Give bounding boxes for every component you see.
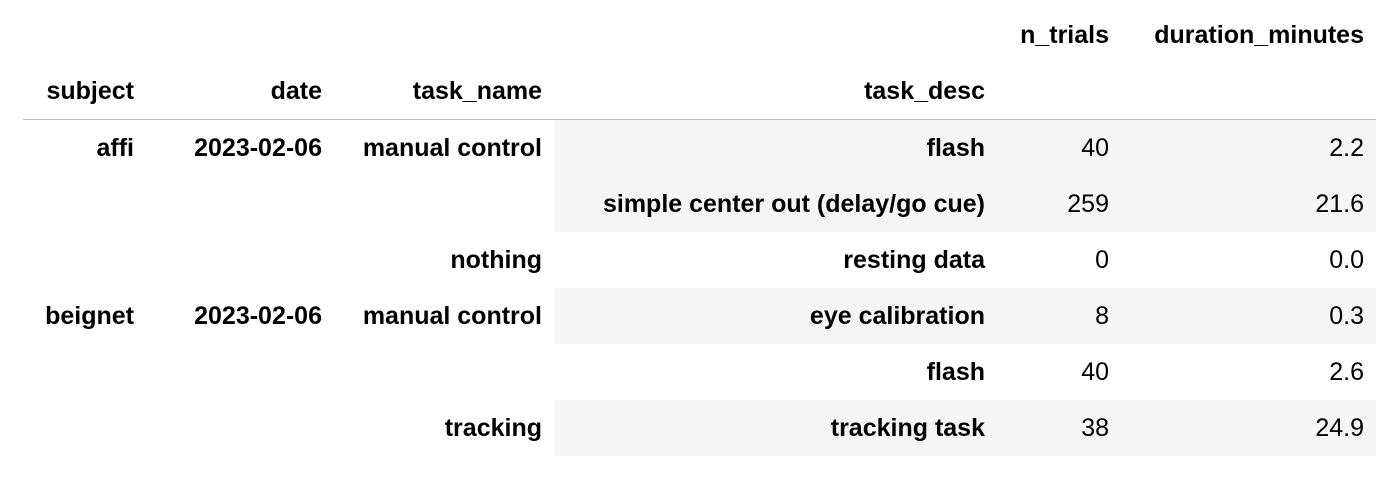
date-cell — [146, 232, 334, 288]
subject-cell: affi — [23, 119, 146, 176]
n-trials-cell: 8 — [1095, 301, 1109, 330]
task-desc-cell: resting data — [843, 245, 985, 274]
column-header-blank — [146, 7, 334, 63]
duration-minutes-cell: 0.0 — [1329, 245, 1364, 274]
task-name-cell: nothing — [334, 232, 554, 288]
column-header-n-trials: n_trials — [1020, 20, 1109, 49]
table-row: affi 2023-02-06 manual control flash 40 … — [23, 119, 1376, 176]
duration-minutes-cell: 0.3 — [1329, 301, 1364, 330]
task-desc-cell: eye calibration — [809, 301, 985, 330]
table-row: simple center out (delay/go cue) 259 21.… — [23, 176, 1376, 232]
index-name-blank — [1121, 63, 1376, 120]
task-name-cell: tracking — [334, 400, 554, 456]
column-header-blank — [334, 7, 554, 63]
subject-cell — [23, 176, 146, 232]
index-name-row: subject date task_name task_desc — [23, 63, 1376, 120]
n-trials-cell: 40 — [1081, 357, 1109, 386]
table-row: beignet 2023-02-06 manual control eye ca… — [23, 288, 1376, 344]
column-header-duration-minutes: duration_minutes — [1154, 20, 1364, 49]
subject-cell — [23, 400, 146, 456]
n-trials-cell: 0 — [1095, 245, 1109, 274]
column-header-blank — [23, 7, 146, 63]
index-name-task-desc: task_desc — [554, 63, 997, 120]
task-name-cell: manual control — [334, 288, 554, 344]
task-desc-cell: simple center out (delay/go cue) — [602, 189, 985, 218]
duration-minutes-cell: 24.9 — [1315, 413, 1364, 442]
task-desc-cell: flash — [926, 133, 985, 162]
duration-minutes-cell: 2.6 — [1329, 357, 1364, 386]
n-trials-cell: 38 — [1081, 413, 1109, 442]
task-desc-cell: flash — [926, 357, 985, 386]
date-cell — [146, 400, 334, 456]
n-trials-cell: 40 — [1081, 133, 1109, 162]
task-name-cell — [334, 176, 554, 232]
date-cell — [146, 344, 334, 400]
index-name-blank — [997, 63, 1121, 120]
table-row: flash 40 2.6 — [23, 344, 1376, 400]
table-row: nothing resting data 0 0.0 — [23, 232, 1376, 288]
date-cell — [146, 176, 334, 232]
index-name-date: date — [146, 63, 334, 120]
date-cell: 2023-02-06 — [146, 288, 334, 344]
date-cell: 2023-02-06 — [146, 119, 334, 176]
table-row: tracking tracking task 38 24.9 — [23, 400, 1376, 456]
duration-minutes-cell: 2.2 — [1329, 133, 1364, 162]
subject-cell: beignet — [23, 288, 146, 344]
task-desc-cell: tracking task — [830, 413, 985, 442]
index-name-task-name: task_name — [334, 63, 554, 120]
n-trials-cell: 259 — [1067, 189, 1109, 218]
task-name-cell — [334, 344, 554, 400]
subject-cell — [23, 232, 146, 288]
column-header-row: n_trials duration_minutes — [23, 7, 1376, 63]
dataframe-table: n_trials duration_minutes subject date t… — [23, 7, 1376, 456]
column-header-blank — [554, 7, 997, 63]
duration-minutes-cell: 21.6 — [1315, 189, 1364, 218]
task-name-cell: manual control — [334, 119, 554, 176]
index-name-subject: subject — [23, 63, 146, 120]
subject-cell — [23, 344, 146, 400]
